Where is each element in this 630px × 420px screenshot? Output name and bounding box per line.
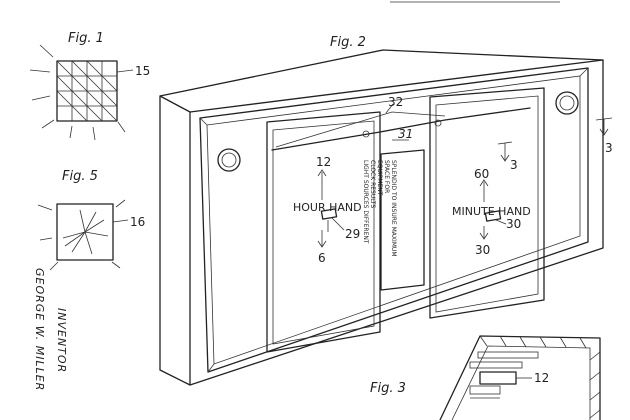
minute-hand-assembly: 60 MINUTE HAND 30 30 [452, 167, 531, 257]
fig2-clock-cabinet [159, 49, 604, 386]
minute-dial-window [429, 87, 545, 319]
center-label-text: SPLENDID TO INSURE MAXIMUM SPACE FOR EQU… [362, 160, 397, 257]
fig5-group: Fig. 5 16 [37, 169, 145, 271]
svg-text:EQUIPMENT: EQUIPMENT [376, 160, 383, 196]
svg-text:LIGHT SOURCES DIFFERENT: LIGHT SOURCES DIFFERENT [362, 160, 369, 244]
fig1-rays [29, 44, 126, 141]
fig5-label: Fig. 5 [62, 169, 98, 184]
ref-12: 12 [534, 371, 549, 385]
fig1-leader [116, 69, 134, 73]
hour-hand-label: HOUR HAND [293, 201, 362, 214]
section-marker-3-inner: 3 [497, 141, 518, 172]
inventor-name: GEORGE W. MILLER [33, 268, 46, 391]
section-marker-3-outer: 3 [595, 117, 613, 155]
hour-bottom-numeral: 6 [318, 251, 326, 265]
ref-30: 30 [506, 217, 521, 231]
svg-text:3: 3 [605, 141, 613, 155]
minute-top-numeral: 60 [474, 167, 489, 181]
fig5-rays [37, 199, 126, 271]
svg-text:SPLENDID TO INSURE MAXIMUM: SPLENDID TO INSURE MAXIMUM [390, 160, 397, 257]
ref-32: 32 [388, 95, 403, 109]
lamp-left [217, 148, 241, 172]
minute-bottom-numeral: 30 [475, 243, 490, 257]
lamp-right [555, 91, 579, 115]
svg-text:CLOCK RESULTS: CLOCK RESULTS [369, 160, 376, 208]
center-label-panel [380, 149, 425, 291]
inventor-block: INVENTOR GEORGE W. MILLER [33, 268, 68, 391]
hour-dial-window [266, 111, 381, 353]
ref-15: 15 [135, 64, 150, 78]
top-wire [271, 107, 531, 151]
minute-hand-label: MINUTE HAND [452, 205, 531, 218]
ref-16: 16 [130, 215, 145, 229]
inventor-title: INVENTOR [55, 308, 68, 373]
svg-text:3: 3 [510, 158, 518, 172]
fig5-starburst [62, 209, 109, 255]
ref-29: 29 [345, 227, 360, 241]
hour-top-numeral: 12 [316, 155, 331, 169]
fig1-label: Fig. 1 [68, 31, 104, 46]
ref-31: 31 [398, 127, 413, 141]
fig5-tile [56, 203, 114, 261]
svg-text:SPACE FOR: SPACE FOR [383, 160, 390, 193]
fig5-leader [112, 219, 129, 223]
hour-hand-knob [320, 208, 338, 220]
fig1-group: Fig. 1 15 [29, 31, 150, 141]
minute-hand-knob [484, 210, 502, 222]
fig3-label: Fig. 3 [370, 381, 406, 396]
fig1-tile [56, 60, 118, 122]
leader-32 [385, 103, 394, 114]
hour-hand-assembly: 12 HOUR HAND 6 29 [293, 155, 362, 265]
fig3-section: 12 [439, 335, 601, 420]
fig2-label: Fig. 2 [330, 35, 366, 50]
